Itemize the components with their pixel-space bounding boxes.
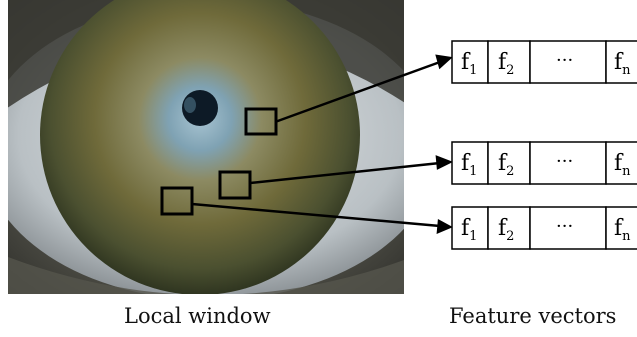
feature-vector-3: f1 f2 ··· fn (452, 207, 637, 249)
feature-vector-2: f1 f2 ··· fn (452, 142, 637, 184)
fv3-ellipsis: ··· (556, 216, 573, 237)
eye-photograph (0, 0, 438, 300)
arrow-1-head (437, 56, 450, 67)
arrow-3-head (438, 221, 450, 232)
pupil-reflection (184, 97, 196, 113)
fv1-ellipsis: ··· (556, 50, 573, 71)
fv2-ellipsis: ··· (556, 151, 573, 172)
feature-vector-1: f1 f2 ··· fn (452, 41, 637, 83)
caption-local-window: Local window (124, 304, 271, 328)
arrow-2-head (437, 157, 450, 168)
feature-vectors: f1 f2 ··· fn f1 f2 ··· fn (452, 41, 637, 249)
caption-feature-vectors: Feature vectors (449, 304, 616, 328)
